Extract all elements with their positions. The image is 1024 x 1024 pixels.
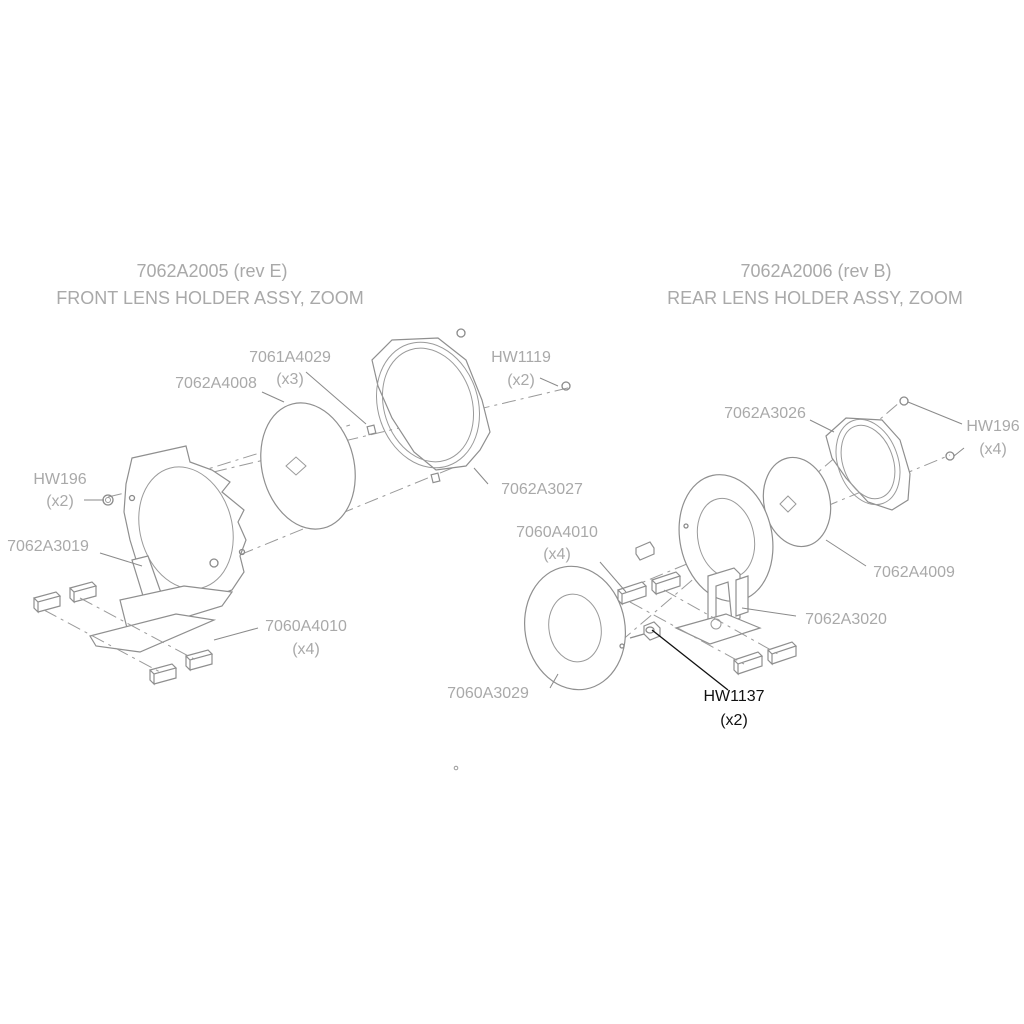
front-axis-upper [107,386,573,498]
callout-HW1137-id: HW1137 [703,688,764,705]
callout-HW196-front-qty: (x2) [46,493,74,510]
callout-HW196-rear-id: HW196 [966,418,1019,435]
leader-7062A4008 [261,391,285,403]
rear-ring-7062A3026 [825,396,955,511]
callout-HW196-rear-qty: (x4) [979,441,1007,458]
callout-7062A3019-id: 7062A3019 [7,538,89,555]
front-assy-part-number: 7062A2005 (rev E) [136,261,287,281]
rear-assy-name: REAR LENS HOLDER ASSY, ZOOM [667,288,963,308]
stray-dot [453,765,459,771]
rear-spacer [635,541,655,561]
leader-HW196-rear [907,401,963,425]
leader-7062A4009 [825,539,867,567]
callout-7060A4010-rear-id: 7060A4010 [516,524,598,541]
leader-7062A3027 [473,467,489,485]
leader-7060A4010-front [213,627,259,641]
callout-HW1119-id: HW1119 [491,349,551,366]
leader-7062A3020 [741,607,797,617]
callout-HW196-front-id: HW196 [33,471,86,488]
callout-7061A4029-qty: (x3) [276,371,304,388]
callout-HW1119-qty: (x2) [507,372,535,389]
leader-7061A4029 [305,371,367,425]
rear-flat-disk-7060A3029 [523,565,627,691]
rear-pads-7060A4010 [616,571,798,676]
front-axis-lower [214,463,463,566]
callout-7060A3029-id: 7060A3029 [447,685,529,702]
rear-assembly-drawing [523,396,965,691]
leader-HW196-rear-2 [953,447,965,457]
callout-HW1137-qty: (x2) [720,712,748,729]
leader-HW1137 [651,629,729,691]
leader-7062A3019 [99,552,143,567]
leader-HW1119 [539,377,559,387]
callout-7062A3027-id: 7062A3027 [501,481,583,498]
rear-bracket-7062A3020 [674,567,762,645]
callout-7060A4010-front-qty: (x4) [292,641,320,658]
callout-7060A4010-rear-qty: (x4) [543,546,571,563]
callout-7062A3026-id: 7062A3026 [724,405,806,422]
leader-7060A3029 [549,673,559,689]
callout-7060A4010-front-id: 7060A4010 [265,618,347,635]
front-assy-name: FRONT LENS HOLDER ASSY, ZOOM [56,288,363,308]
callout-7062A3020-id: 7062A3020 [805,611,887,628]
front-pads-7060A4010 [32,581,214,686]
front-assembly-drawing [32,328,573,686]
leader-7060A4010-rear [599,561,627,593]
hw1137-standoff [629,621,661,641]
rear-assy-part-number: 7062A2006 (rev B) [740,261,891,281]
front-bracket-7062A3019 [89,445,247,653]
front-lens-disk-7062A4008 [260,402,356,530]
leader-7062A3026 [809,419,835,433]
callout-7061A4029-id: 7061A4029 [249,349,331,366]
callout-7062A4008-id: 7062A4008 [175,375,257,392]
callout-7062A4009-id: 7062A4009 [873,564,955,581]
front-ring-7062A3027 [371,328,571,471]
